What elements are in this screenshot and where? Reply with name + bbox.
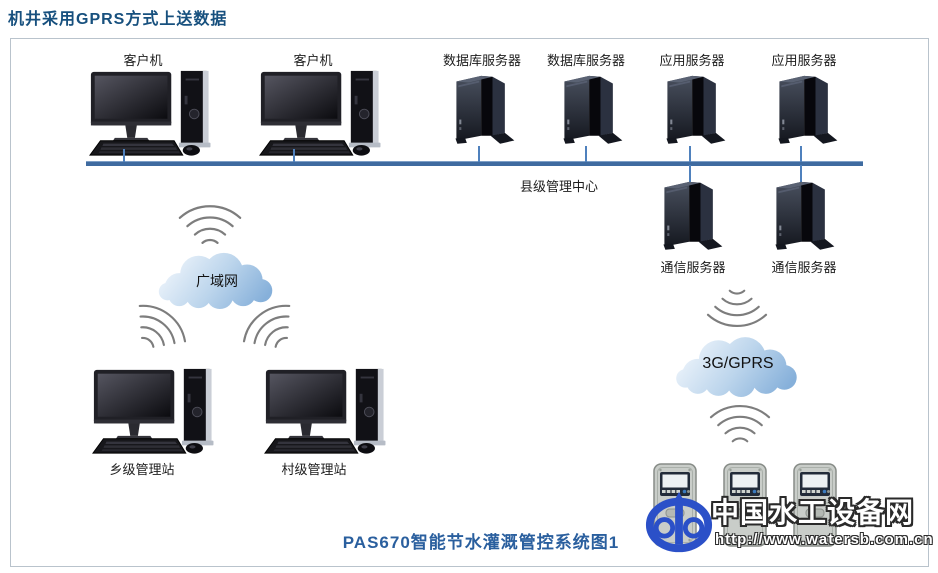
comm-server1-icon bbox=[651, 179, 731, 255]
station2-computer-icon bbox=[261, 367, 399, 455]
watermark-logo-icon bbox=[644, 488, 714, 558]
connector-app2 bbox=[800, 146, 802, 162]
watermark-site-name: 中国水工设备网 bbox=[711, 497, 915, 528]
wan-cloud: 广域网 bbox=[153, 247, 281, 311]
comm-server2-icon bbox=[763, 179, 843, 255]
db-server1-label: 数据库服务器 bbox=[442, 53, 521, 68]
client1-computer-icon bbox=[86, 69, 224, 157]
comm-server2-label: 通信服务器 bbox=[771, 260, 837, 275]
client1-label: 客户机 bbox=[123, 53, 163, 68]
connector-comm2 bbox=[800, 165, 802, 187]
station1-label: 乡级管理站 bbox=[109, 462, 175, 477]
diagram-caption: PAS670智能节水灌溉管控系统图1 bbox=[342, 533, 620, 552]
db-server1-icon bbox=[443, 73, 523, 149]
connector-client1 bbox=[123, 149, 125, 162]
app-server1-label: 应用服务器 bbox=[659, 53, 725, 68]
app-server2-label: 应用服务器 bbox=[771, 53, 837, 68]
wan-cloud-label: 广域网 bbox=[196, 273, 238, 289]
gprs-cloud: 3G/GPRS bbox=[671, 331, 805, 399]
county-center-label: 县级管理中心 bbox=[520, 179, 599, 194]
station2-label: 村级管理站 bbox=[281, 462, 347, 477]
client2-computer-icon bbox=[256, 69, 394, 157]
db-server2-label: 数据库服务器 bbox=[546, 53, 625, 68]
wifi-signal-wan-top-icon bbox=[171, 201, 249, 253]
connector-db2 bbox=[585, 146, 587, 162]
connector-comm1 bbox=[689, 165, 691, 187]
app-server1-icon bbox=[654, 73, 734, 149]
connector-db1 bbox=[478, 146, 480, 162]
app-server2-icon bbox=[766, 73, 846, 149]
station1-computer-icon bbox=[89, 367, 227, 455]
connector-client2 bbox=[293, 149, 295, 162]
page-title: 机井采用GPRS方式上送数据 bbox=[8, 11, 228, 28]
wifi-signal-gprs-top-icon bbox=[698, 281, 776, 331]
db-server2-icon bbox=[551, 73, 631, 149]
gprs-cloud-label: 3G/GPRS bbox=[702, 355, 774, 372]
watermark-url: http://www.watersb.com.cn bbox=[715, 531, 934, 548]
wifi-signal-gprs-bottom-icon bbox=[701, 401, 779, 451]
client2-label: 客户机 bbox=[293, 53, 333, 68]
comm-server1-label: 通信服务器 bbox=[660, 260, 726, 275]
network-bus-line bbox=[86, 161, 863, 166]
connector-app1 bbox=[689, 146, 691, 162]
diagram-panel: 客户机 客户机 数据库服务器 数据库服务器 应用服务器 应用服务器 县级管理中心… bbox=[10, 38, 933, 567]
